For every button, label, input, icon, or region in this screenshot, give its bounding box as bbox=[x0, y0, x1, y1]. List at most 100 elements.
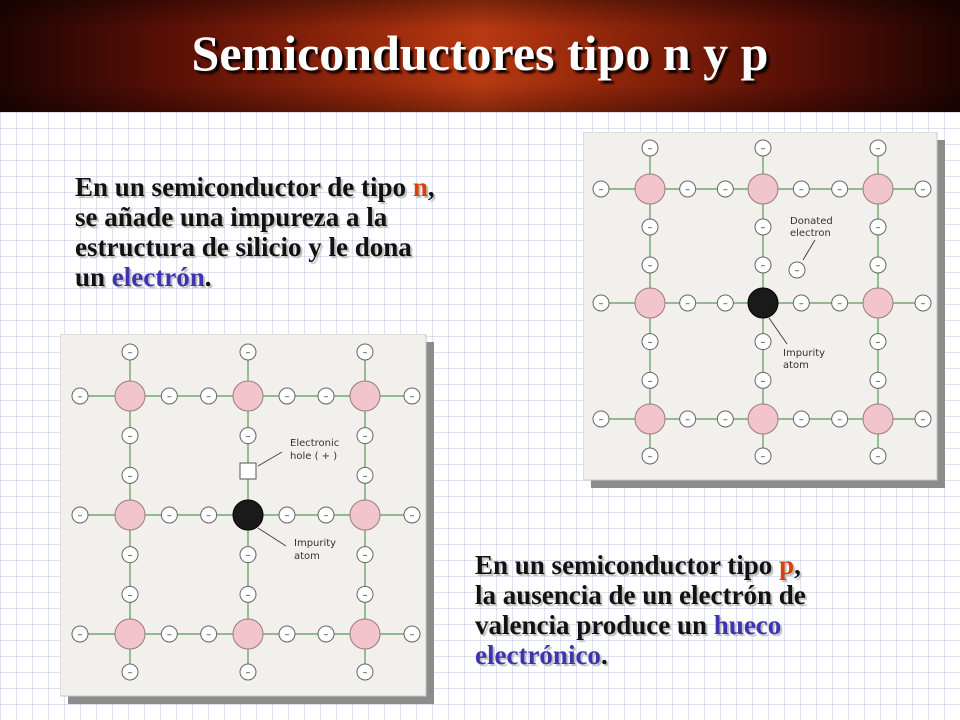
text-n-line-3: estructura de silicio y le dona bbox=[75, 232, 412, 262]
text-n-line-4: un electrón. bbox=[75, 262, 212, 292]
text-p-line-3: valencia produce un hueco bbox=[475, 610, 782, 640]
valence-electron bbox=[356, 343, 374, 361]
valence-electron bbox=[121, 343, 139, 361]
silicon-atom bbox=[232, 380, 264, 412]
silicon-atom bbox=[747, 403, 779, 435]
term-hueco: hueco bbox=[713, 610, 782, 640]
electron-minus-sign: – bbox=[876, 144, 881, 155]
electron-minus-sign: – bbox=[324, 392, 329, 403]
electron-minus-sign: – bbox=[167, 392, 172, 403]
hole-pointer-line bbox=[257, 451, 283, 467]
electron-minus-sign: – bbox=[128, 471, 133, 482]
electron-minus-sign: – bbox=[410, 630, 415, 641]
valence-electron bbox=[160, 625, 178, 643]
valence-electron bbox=[403, 506, 421, 524]
electron-minus-sign: – bbox=[363, 668, 368, 679]
valence-electron bbox=[679, 180, 697, 198]
term-electronico: electrónico bbox=[475, 640, 601, 670]
term-electron: electrón bbox=[111, 262, 205, 292]
impurity-atom bbox=[232, 499, 264, 531]
n-type-lattice-diagram: –––––––––––––––––––––––––––––––––––––Don… bbox=[583, 132, 945, 488]
silicon-atom bbox=[862, 403, 894, 435]
electron-minus-sign: – bbox=[648, 376, 653, 387]
text-n-line-2: se añade una impureza a la bbox=[75, 202, 388, 232]
electron-minus-sign: – bbox=[876, 337, 881, 348]
electron-minus-sign: – bbox=[685, 415, 690, 426]
valence-electron bbox=[592, 410, 610, 428]
valence-electron bbox=[356, 546, 374, 564]
electron-minus-sign: – bbox=[78, 511, 83, 522]
label-hole-line2: hole ( + ) bbox=[290, 451, 337, 462]
electron-minus-sign: – bbox=[285, 511, 290, 522]
valence-electron bbox=[641, 218, 659, 236]
valence-electron bbox=[356, 466, 374, 484]
electron-minus-sign: – bbox=[324, 511, 329, 522]
impurity-pointer-line bbox=[257, 527, 287, 547]
valence-electron bbox=[754, 371, 772, 389]
electron-minus-sign: – bbox=[128, 431, 133, 442]
electron-minus-sign: – bbox=[648, 144, 653, 155]
valence-electron bbox=[716, 410, 734, 428]
text-p-type: En un semiconductor tipo p, la ausencia … bbox=[475, 550, 935, 670]
electron-minus-sign: – bbox=[363, 471, 368, 482]
electron-minus-sign: – bbox=[128, 590, 133, 601]
valence-electron bbox=[317, 506, 335, 524]
valence-electron bbox=[754, 218, 772, 236]
valence-electron bbox=[356, 427, 374, 445]
electron-minus-sign: – bbox=[410, 392, 415, 403]
valence-electron bbox=[869, 256, 887, 274]
valence-electron bbox=[831, 410, 849, 428]
electron-minus-sign: – bbox=[599, 415, 604, 426]
electron-minus-sign: – bbox=[799, 299, 804, 310]
text-p-line-2: la ausencia de un electrón de bbox=[475, 580, 806, 610]
electron-minus-sign: – bbox=[648, 337, 653, 348]
p-type-lattice-figure: –––––––––––––––––––––––––––––––––––Elect… bbox=[60, 334, 434, 704]
electron-minus-sign: – bbox=[128, 550, 133, 561]
electron-minus-sign: – bbox=[723, 415, 728, 426]
valence-electron bbox=[679, 294, 697, 312]
valence-electron bbox=[239, 546, 257, 564]
silicon-atom bbox=[349, 499, 381, 531]
valence-electron bbox=[160, 387, 178, 405]
valence-electron bbox=[239, 343, 257, 361]
label-impurity-line1: Impurity bbox=[294, 538, 336, 549]
label-impurity-line2: atom bbox=[783, 360, 809, 371]
valence-electron bbox=[641, 371, 659, 389]
silicon-atom bbox=[349, 618, 381, 650]
electron-minus-sign: – bbox=[761, 452, 766, 463]
electron-minus-sign: – bbox=[799, 415, 804, 426]
slide-title: Semiconductores tipo n y p bbox=[191, 25, 769, 81]
valence-electron bbox=[914, 410, 932, 428]
electron-minus-sign: – bbox=[410, 511, 415, 522]
n-type-lattice-figure: –––––––––––––––––––––––––––––––––––––Don… bbox=[583, 132, 945, 488]
valence-electron bbox=[792, 180, 810, 198]
valence-electron bbox=[71, 625, 89, 643]
valence-electron bbox=[160, 506, 178, 524]
electron-minus-sign: – bbox=[761, 337, 766, 348]
valence-electron bbox=[71, 506, 89, 524]
valence-electron bbox=[754, 447, 772, 465]
electron-minus-sign: – bbox=[723, 185, 728, 196]
silicon-atom bbox=[232, 618, 264, 650]
valence-electron bbox=[356, 663, 374, 681]
type-p-letter: p bbox=[779, 550, 795, 580]
electron-minus-sign: – bbox=[363, 348, 368, 359]
valence-electron bbox=[754, 139, 772, 157]
electron-minus-sign: – bbox=[206, 511, 211, 522]
silicon-atom bbox=[114, 499, 146, 531]
electron-minus-sign: – bbox=[246, 550, 251, 561]
electron-minus-sign: – bbox=[685, 299, 690, 310]
electron-minus-sign: – bbox=[761, 376, 766, 387]
valence-electron bbox=[831, 180, 849, 198]
silicon-atom bbox=[634, 403, 666, 435]
valence-electron bbox=[914, 180, 932, 198]
electron-minus-sign: – bbox=[599, 299, 604, 310]
title-bar: Semiconductores tipo n y p bbox=[0, 0, 960, 112]
electron-minus-sign: – bbox=[285, 392, 290, 403]
valence-electron bbox=[121, 663, 139, 681]
text-n-type: En un semiconductor de tipo n, se añade … bbox=[75, 172, 535, 292]
electron-minus-sign: – bbox=[648, 223, 653, 234]
valence-electron bbox=[754, 256, 772, 274]
valence-electron bbox=[754, 333, 772, 351]
valence-electron bbox=[239, 663, 257, 681]
